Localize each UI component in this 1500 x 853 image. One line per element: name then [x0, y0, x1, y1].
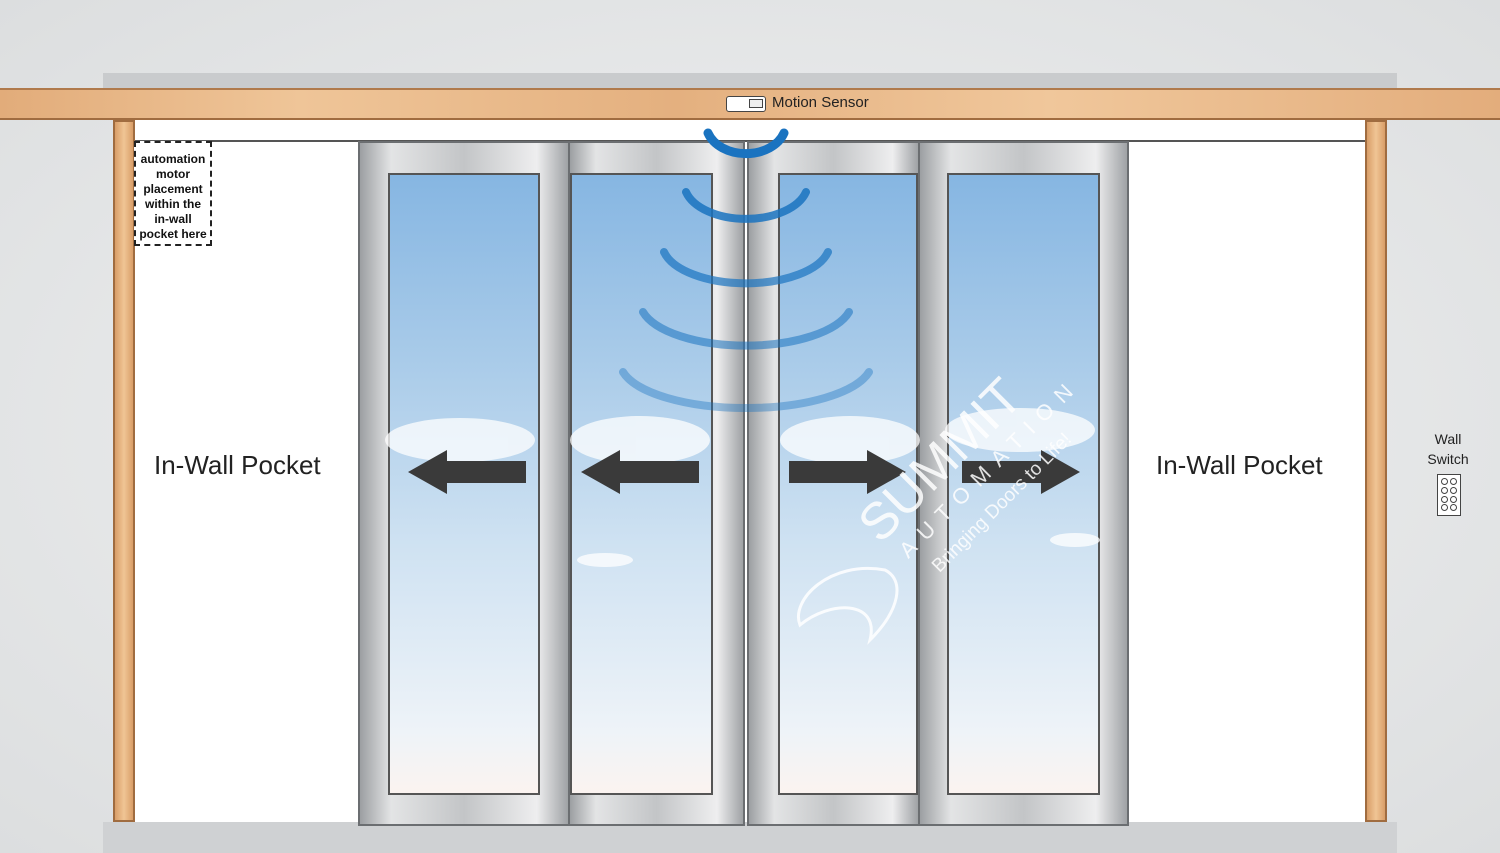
note-line: in-wall — [154, 212, 192, 226]
wall-top — [103, 73, 1397, 88]
note-line: pocket here — [139, 227, 207, 241]
sensor-waves — [619, 128, 873, 412]
note-line: placement — [143, 182, 203, 196]
arrow-right-icon — [962, 450, 1080, 494]
right-pocket-label: In-Wall Pocket — [1156, 450, 1323, 480]
wall-switch-label: Wall Switch — [1418, 429, 1478, 469]
note-line: automation — [140, 152, 206, 166]
arrows — [408, 450, 1080, 494]
note-line: within the — [145, 197, 201, 211]
arrow-left-icon — [408, 450, 526, 494]
arrow-right-icon — [789, 450, 906, 494]
left-pocket-label: In-Wall Pocket — [154, 450, 321, 480]
glass-4 — [947, 173, 1100, 795]
wall-switch[interactable] — [1437, 474, 1461, 516]
note-line: motor — [156, 167, 190, 181]
switch-label-line: Wall — [1434, 431, 1462, 447]
left-post — [113, 120, 135, 822]
arrow-left-icon — [581, 450, 699, 494]
switch-label-line: Switch — [1427, 451, 1469, 467]
right-post — [1365, 120, 1387, 822]
glass-2 — [570, 173, 713, 795]
motor-placement-note: automation motor placement within the in… — [134, 141, 212, 246]
motion-sensor-icon — [726, 96, 766, 112]
glass-1 — [388, 173, 540, 795]
floor — [103, 822, 1397, 853]
clouds — [385, 408, 1100, 567]
motion-sensor-label: Motion Sensor — [772, 94, 869, 111]
summit-s-logo-icon — [797, 567, 899, 645]
